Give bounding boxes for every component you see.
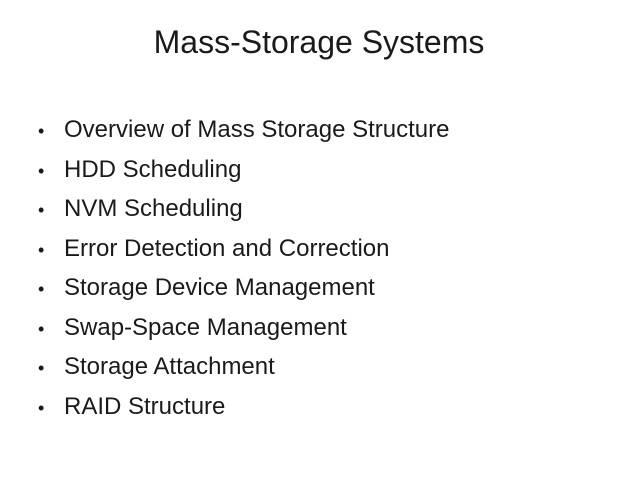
bullet-icon: •	[38, 121, 45, 141]
bullet-icon: •	[38, 397, 45, 418]
bullet-icon: •	[38, 239, 45, 260]
list-item-label: Error Detection and Correction	[64, 234, 390, 262]
list-item-label: Overview of Mass Storage Structure	[64, 116, 450, 143]
slide-title: Mass-Storage Systems	[153, 24, 485, 60]
slide: Mass-Storage Systems • Overview of Mass …	[0, 24, 638, 478]
list-item-label: RAID Structure	[64, 392, 226, 420]
list-item-label: Swap-Space Management	[64, 313, 347, 341]
bullet-icon: •	[38, 318, 45, 339]
bullet-list: • Overview of Mass Storage Structure • H…	[38, 111, 618, 427]
bullet-icon: •	[38, 200, 45, 220]
bullet-icon: •	[38, 279, 45, 299]
list-item: • NVM Scheduling	[38, 190, 618, 230]
list-item: • Storage Device Management	[38, 269, 618, 309]
list-item: • Swap-Space Management	[38, 309, 618, 349]
list-item: • Overview of Mass Storage Structure	[38, 111, 618, 151]
list-item-label: Storage Device Management	[64, 274, 375, 301]
list-item-label: Storage Attachment	[64, 353, 275, 380]
bullet-icon: •	[38, 358, 45, 378]
list-item: • HDD Scheduling	[38, 151, 618, 191]
list-item: • Storage Attachment	[38, 348, 618, 388]
list-item: • Error Detection and Correction	[38, 230, 618, 270]
bullet-icon: •	[38, 160, 45, 181]
list-item: • RAID Structure	[38, 388, 618, 428]
list-item-label: HDD Scheduling	[64, 155, 242, 183]
list-item-label: NVM Scheduling	[64, 195, 243, 222]
